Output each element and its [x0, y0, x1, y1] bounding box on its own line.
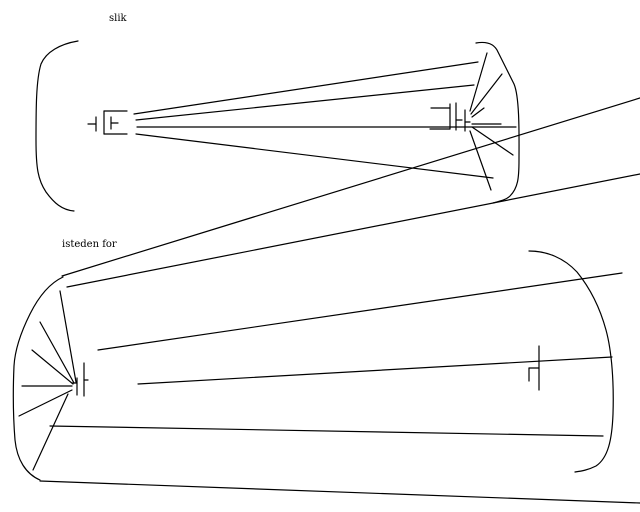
- bottom-left-symbol: [71, 362, 89, 397]
- bottom-long-rays: [39, 272, 640, 504]
- bottom-right-boundary: [528, 250, 614, 473]
- top-sketch: [35, 40, 520, 212]
- crossing-lines: [61, 97, 640, 288]
- top-left-symbol: [87, 110, 128, 135]
- label-slik: slik: [109, 13, 127, 24]
- top-right-symbol: [429, 102, 471, 132]
- label-isteden-for: isteden for: [62, 239, 117, 250]
- top-right-fan: [469, 52, 514, 191]
- top-left-boundary: [35, 40, 79, 212]
- bottom-sketch: [12, 250, 640, 504]
- top-right-boundary: [475, 41, 520, 204]
- bottom-left-fan: [18, 290, 77, 471]
- bottom-left-boundary: [12, 276, 64, 481]
- top-long-rays: [133, 61, 517, 179]
- bottom-right-symbol: [528, 345, 540, 391]
